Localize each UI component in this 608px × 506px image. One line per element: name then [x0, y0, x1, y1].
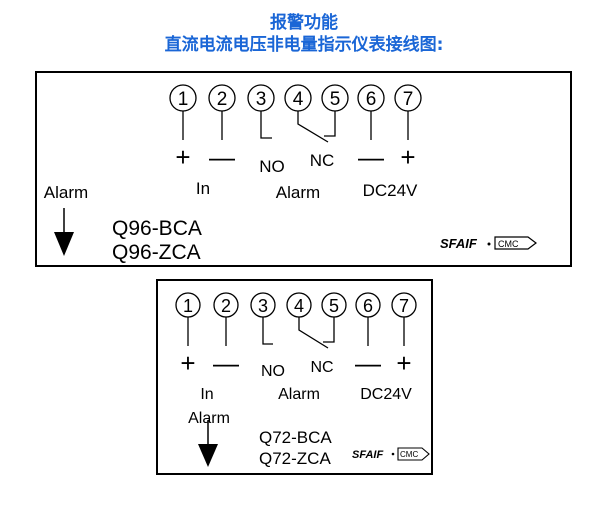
diagram-subtitle: 直流电流电压非电量指示仪表接线图: [164, 35, 444, 55]
panel-72-frame [156, 279, 433, 475]
minus-sign-dc: — [358, 142, 384, 172]
cmc-mark-text-b: CMC [400, 450, 418, 459]
alarm-arrow-icon-b [198, 420, 218, 467]
brand-text-b: SFAIF [352, 449, 383, 461]
minus-sign-dc-b: — [355, 348, 381, 378]
alarm-label: Alarm [276, 183, 320, 202]
nc-label-b: NC [310, 359, 333, 376]
plus-sign-in-b: + [180, 348, 195, 378]
terminal-number-2: 2 [217, 89, 228, 110]
wire-4-switch [297, 111, 329, 143]
brand-text: SFAIF [440, 236, 478, 251]
panel-72-wires [187, 317, 405, 349]
model-q96-zca: Q96-ZCA [112, 241, 201, 264]
nc-label: NC [310, 151, 335, 170]
dc24v-label: DC24V [363, 181, 418, 200]
terminal-number-3b: 3 [258, 296, 268, 316]
plus-sign-dc-b: + [396, 348, 411, 378]
terminal-number-5: 5 [330, 89, 341, 110]
terminal-number-7: 7 [403, 89, 414, 110]
cmc-mark-text: CMC [498, 239, 519, 249]
brand-logo: SFAIF CMC [440, 236, 537, 251]
in-label: In [196, 179, 210, 198]
alarm-arrow-icon [54, 208, 74, 256]
terminal-number-1b: 1 [183, 296, 193, 316]
alarm-label-b: Alarm [278, 386, 320, 403]
terminal-number-4b: 4 [294, 296, 304, 316]
plus-sign-in: + [175, 142, 190, 172]
alarm-side-label: Alarm [44, 183, 88, 202]
terminal-number-2b: 2 [221, 296, 231, 316]
no-label: NO [259, 157, 285, 176]
model-q96-bca: Q96-BCA [112, 217, 202, 240]
wire-4b-switch [298, 317, 329, 349]
cmc-badge-icon-b [397, 447, 430, 461]
in-label-b: In [200, 386, 213, 403]
dc24v-label-b: DC24V [360, 386, 412, 403]
brand-logo-b: SFAIF CMC [352, 447, 430, 461]
plus-sign-dc: + [400, 142, 415, 172]
minus-sign-in: — [209, 142, 235, 172]
terminal-number-1: 1 [178, 89, 189, 110]
model-q72-zca: Q72-ZCA [259, 449, 331, 468]
diagram-title: 报警功能 [270, 13, 338, 33]
terminal-number-4: 4 [293, 89, 304, 110]
wire-5b-nc-contact [323, 317, 335, 343]
minus-sign-in-b: — [213, 348, 239, 378]
panel-96-frame [35, 71, 572, 267]
terminal-number-6b: 6 [363, 296, 373, 316]
wire-3b-no-contact [262, 317, 273, 345]
terminal-number-7b: 7 [399, 296, 409, 316]
wire-5-nc-contact [324, 111, 336, 137]
terminal-number-6: 6 [366, 89, 377, 110]
wire-3-no-contact [260, 111, 272, 139]
alarm-side-label-b: Alarm [188, 410, 230, 427]
model-q72-bca: Q72-BCA [259, 428, 332, 447]
terminal-number-5b: 5 [329, 296, 339, 316]
cmc-badge-icon [494, 236, 537, 250]
no-label-b: NO [261, 363, 285, 380]
panel-96-wires [182, 111, 409, 143]
terminal-number-3: 3 [256, 89, 267, 110]
